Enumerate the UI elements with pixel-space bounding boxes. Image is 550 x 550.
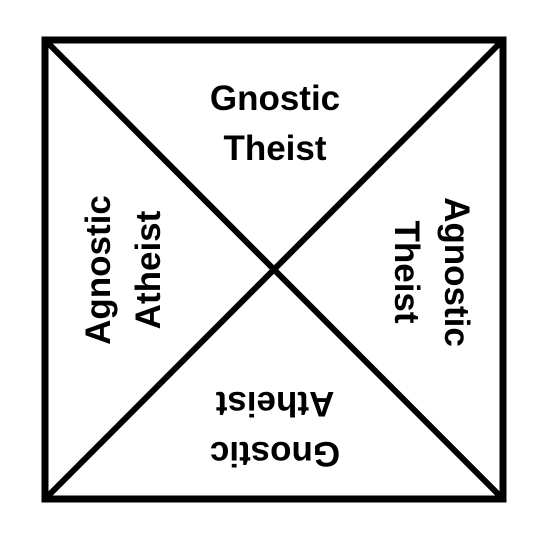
diagonal-line-top-right-to-bottom-left [42,37,506,502]
quadrant-left-line2: Atheist [129,210,168,329]
quadrant-right-line2: Theist [387,220,426,323]
quadrant-right: Agnostic Theist [387,197,476,347]
quadrant-bottom: Gnostic Atheist [210,384,340,473]
quadrant-top-line2: Theist [223,129,326,168]
quadrant-bottom-line1: Gnostic [210,434,340,473]
quadrant-left-line1: Agnostic [79,195,118,345]
quadrant-top: Gnostic Theist [210,79,340,168]
quadrant-left: Agnostic Atheist [79,195,168,345]
quadrant-top-line1: Gnostic [210,79,340,118]
quadrant-right-line1: Agnostic [437,197,476,347]
quadrant-bottom-line2: Atheist [215,384,334,423]
